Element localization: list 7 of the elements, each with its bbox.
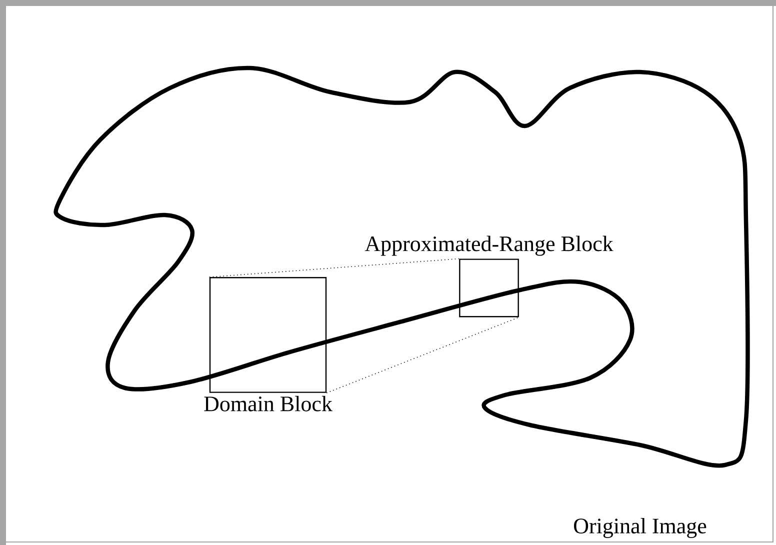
block-square: Approximated-Range Block	[364, 236, 614, 318]
image-caption: Original Image	[574, 518, 706, 538]
node-label: Approximated-Range Block	[364, 236, 614, 256]
block-square: Domain Block	[204, 277, 332, 412]
dotted-line	[209, 258, 460, 278]
dotted-line	[326, 316, 520, 394]
node-label: Domain Block	[204, 396, 332, 412]
